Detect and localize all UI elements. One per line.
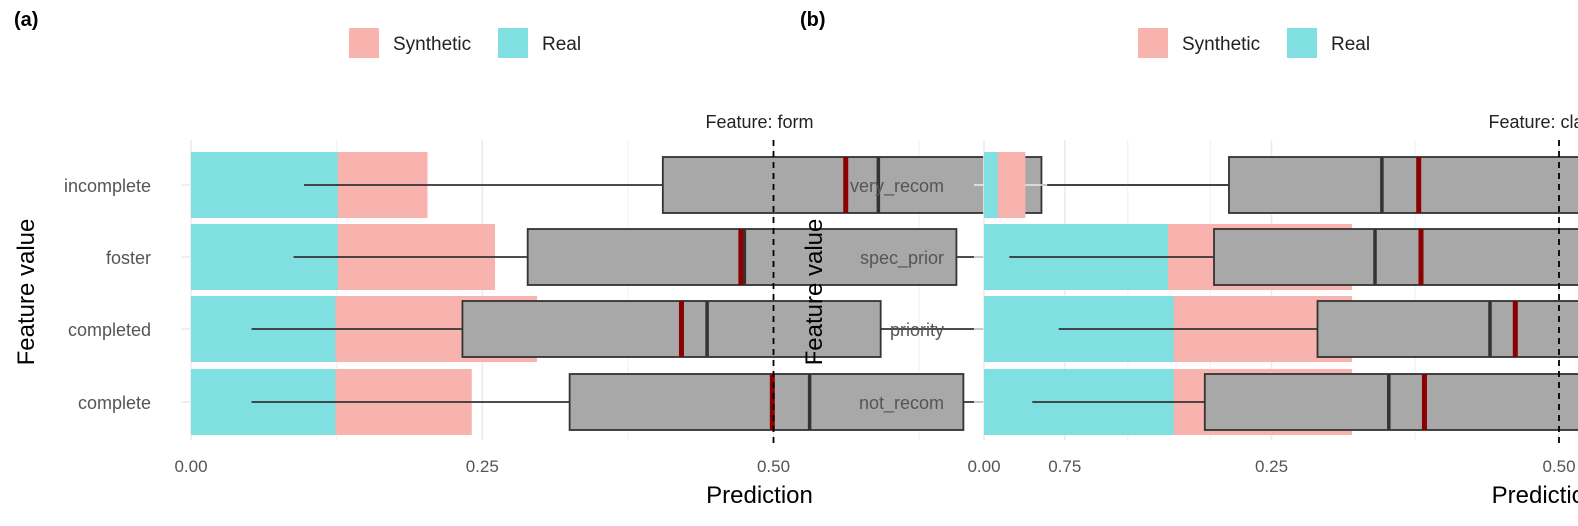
box-iqr	[1228, 156, 1578, 214]
box-iqr	[568, 373, 965, 431]
box-iqr	[1213, 228, 1578, 286]
y-axis-title: Feature value	[13, 219, 40, 366]
legend-label-synthetic: Synthetic	[393, 34, 471, 55]
x-tick-label: 0.00	[174, 457, 207, 476]
x-axis-title: Prediction	[706, 482, 813, 509]
box-iqr	[1203, 373, 1578, 431]
x-tick-label: 0.00	[967, 457, 1000, 476]
legend-key-synthetic	[1138, 28, 1168, 58]
y-tick-label: very_recom	[850, 176, 944, 197]
y-tick-label: foster	[106, 248, 151, 268]
legend-key-real	[498, 28, 528, 58]
facet-title: Feature: class	[1488, 112, 1578, 132]
x-tick-label: 0.75	[1048, 457, 1081, 476]
legend-key-real	[1287, 28, 1317, 58]
x-axis-title: Prediction	[1492, 482, 1578, 509]
legend-label-real: Real	[542, 34, 581, 55]
y-tick-label: priority	[890, 320, 944, 340]
box-iqr	[461, 300, 882, 358]
legend-label-synthetic: Synthetic	[1182, 34, 1260, 55]
legend-key-synthetic	[349, 28, 379, 58]
y-tick-label: complete	[78, 393, 151, 413]
panel-label: (b)	[800, 9, 826, 31]
legend-label-real: Real	[1331, 34, 1370, 55]
x-tick-label: 0.50	[1542, 457, 1575, 476]
x-tick-label: 0.50	[757, 457, 790, 476]
box-iqr	[1316, 300, 1578, 358]
y-axis-title: Feature value	[801, 219, 828, 366]
facet-title: Feature: form	[705, 112, 813, 132]
y-tick-label: incomplete	[64, 176, 151, 196]
x-tick-label: 0.25	[466, 457, 499, 476]
bar-real	[984, 152, 998, 218]
y-tick-label: completed	[68, 320, 151, 340]
panel-label: (a)	[14, 9, 38, 31]
x-tick-label: 0.25	[1255, 457, 1288, 476]
y-tick-label: spec_prior	[860, 248, 944, 269]
y-tick-label: not_recom	[859, 393, 944, 414]
